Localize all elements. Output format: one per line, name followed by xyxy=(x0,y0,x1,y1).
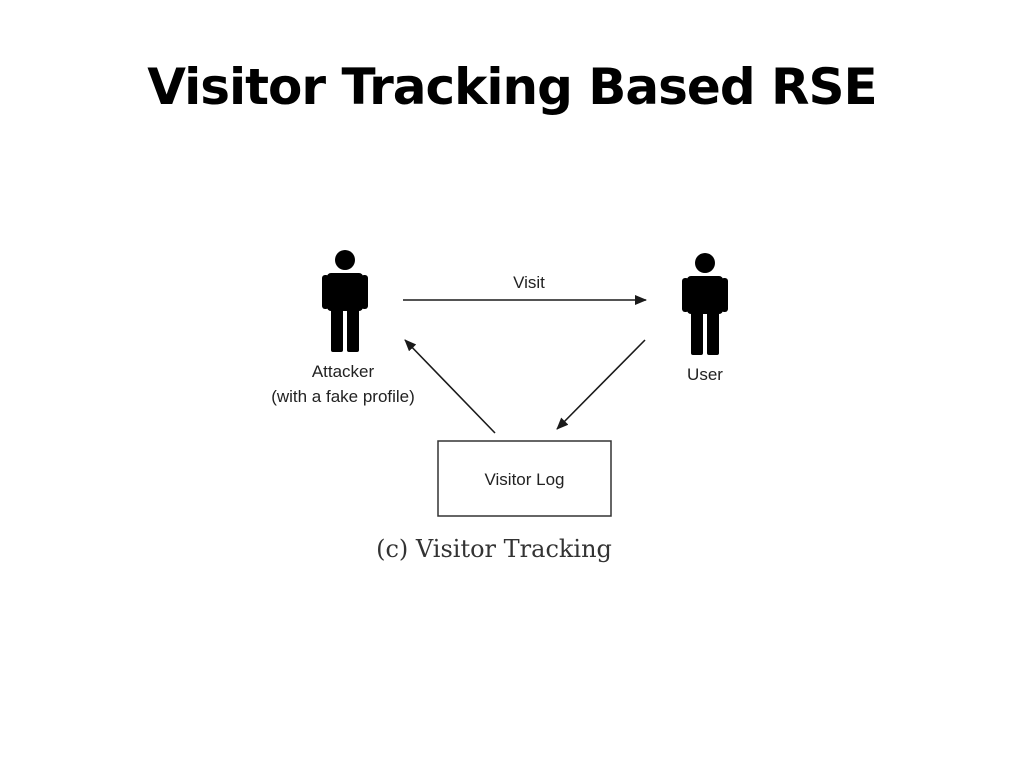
user-person-icon xyxy=(682,253,728,355)
slide-title: Visitor Tracking Based RSE xyxy=(147,58,877,116)
log-to-attacker-arrow xyxy=(404,339,496,434)
user-label: User xyxy=(687,365,723,384)
user-to-log-arrow xyxy=(556,339,646,430)
diagram-caption: (c) Visitor Tracking xyxy=(376,535,612,563)
visit-arrow-label: Visit xyxy=(513,273,545,292)
attacker-label: Attacker xyxy=(312,362,375,381)
visitor-log-box xyxy=(437,440,612,517)
attacker-sublabel: (with a fake profile) xyxy=(271,387,415,406)
attacker-person-icon xyxy=(322,250,368,352)
visitor-log-label: Visitor Log xyxy=(484,470,564,489)
